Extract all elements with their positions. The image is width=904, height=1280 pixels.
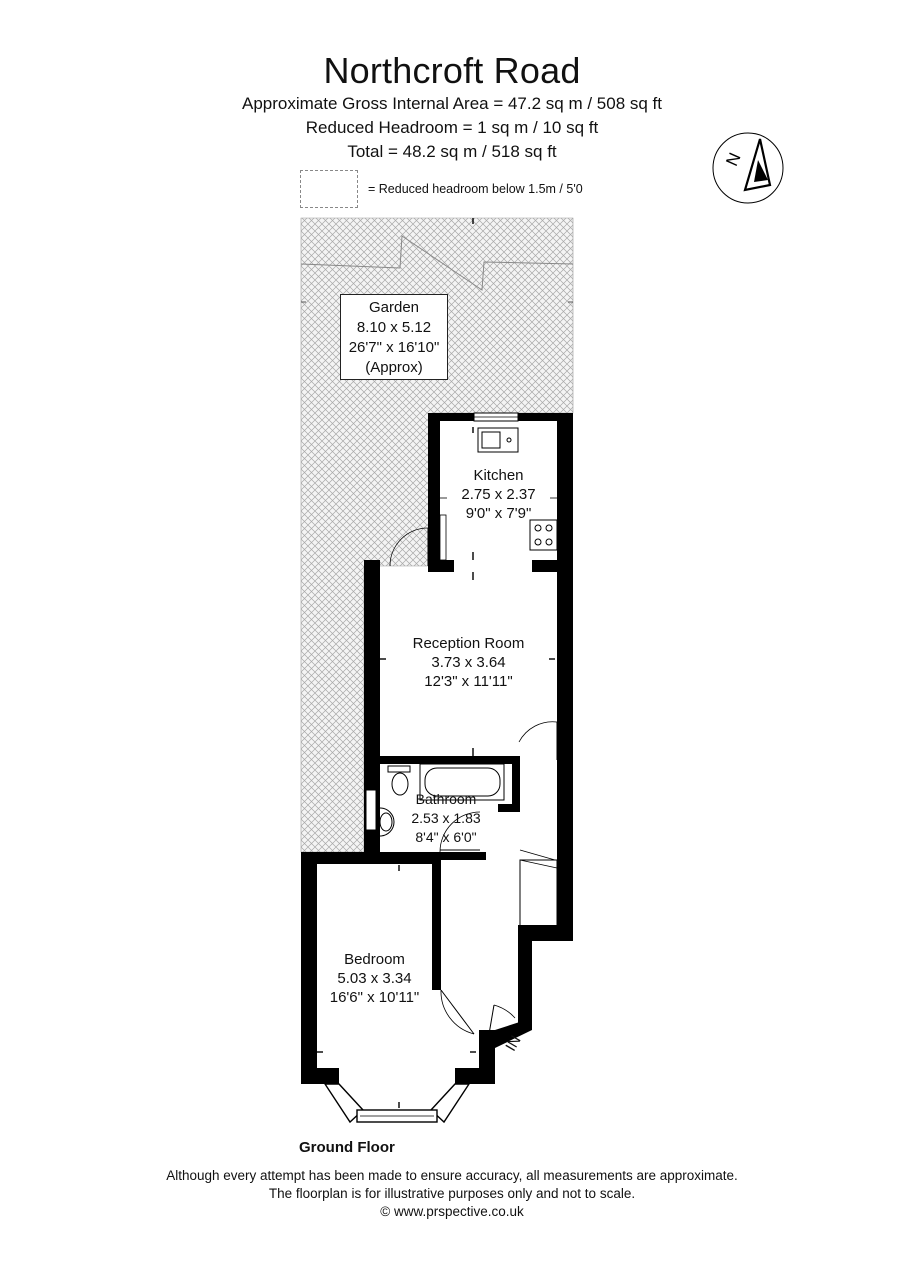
floor-name: Ground Floor bbox=[299, 1139, 395, 1156]
kitchen-metric: 2.75 x 2.37 bbox=[461, 486, 536, 503]
garden-metric: 8.10 x 5.12 bbox=[356, 319, 432, 336]
bedroom-imperial: 16'6" x 10'11" bbox=[329, 989, 420, 1006]
bay-window bbox=[323, 1083, 471, 1124]
garden-label: Garden 8.10 x 5.12 26'7" x 16'10" (Appro… bbox=[340, 294, 448, 380]
reception-walls bbox=[364, 560, 520, 860]
kitchen-label: Kitchen 2.75 x 2.37 9'0" x 7'9" bbox=[440, 466, 557, 523]
hallway bbox=[518, 849, 573, 1030]
gross-area-text: Approximate Gross Internal Area = 47.2 s… bbox=[241, 94, 663, 113]
bathroom-window bbox=[365, 789, 377, 831]
bedroom-metric: 5.03 x 3.34 bbox=[337, 970, 412, 987]
reception-door bbox=[518, 721, 558, 743]
entrance-door bbox=[493, 1004, 516, 1019]
reduced-headroom-text: Reduced Headroom = 1 sq m / 10 sq ft bbox=[305, 118, 599, 137]
bath-icon bbox=[419, 763, 505, 801]
kitchen-name: Kitchen bbox=[473, 467, 524, 484]
kitchen-door bbox=[389, 527, 429, 567]
reception-metric: 3.73 x 3.64 bbox=[431, 654, 506, 671]
disclaimer-line-1: Although every attempt has been made to … bbox=[166, 1168, 738, 1183]
disclaimer-footer: Although every attempt has been made to … bbox=[0, 1167, 904, 1221]
legend-text: = Reduced headroom below 1.5m / 5'0 bbox=[368, 182, 583, 196]
bedroom-door bbox=[440, 989, 475, 1035]
kitchen-imperial: 9'0" x 7'9" bbox=[465, 505, 532, 522]
dimension-markers bbox=[317, 218, 555, 1108]
bathroom-imperial: 8'4" x 6'0" bbox=[415, 829, 477, 845]
compass-icon: N bbox=[712, 132, 784, 204]
hob-icon bbox=[529, 519, 558, 551]
reception-imperial: 12'3" x 11'11" bbox=[424, 673, 513, 690]
bedroom-label: Bedroom 5.03 x 3.34 16'6" x 10'11" bbox=[317, 950, 432, 1007]
plan-title: Northcroft Road bbox=[323, 50, 581, 91]
bathroom-metric: 2.53 x 1.83 bbox=[411, 810, 481, 826]
bathroom-label: Bathroom 2.53 x 1.83 8'4" x 6'0" bbox=[380, 790, 512, 847]
garden-note: (Approx) bbox=[365, 359, 423, 376]
bathroom-door bbox=[439, 811, 481, 853]
kitchen-sink-icon bbox=[477, 427, 519, 453]
bathroom-name: Bathroom bbox=[415, 791, 477, 807]
reception-label: Reception Room 3.73 x 3.64 12'3" x 11'11… bbox=[380, 634, 557, 691]
kitchen-walls bbox=[428, 413, 573, 933]
garden-name: Garden bbox=[368, 299, 420, 316]
bedroom-walls bbox=[301, 852, 532, 1084]
garden-imperial: 26'7" x 16'10" bbox=[348, 339, 440, 356]
copyright-line: © www.prspective.co.uk bbox=[380, 1204, 524, 1219]
plan-header: Northcroft Road Approximate Gross Intern… bbox=[0, 50, 904, 164]
legend-swatch bbox=[300, 170, 358, 208]
basin-icon bbox=[379, 807, 395, 837]
reception-name: Reception Room bbox=[412, 635, 525, 652]
total-area-text: Total = 48.2 sq m / 518 sq ft bbox=[347, 142, 557, 161]
bedroom-name: Bedroom bbox=[344, 951, 405, 968]
toilet-icon bbox=[387, 765, 411, 796]
disclaimer-line-2: The floorplan is for illustrative purpos… bbox=[268, 1186, 636, 1201]
